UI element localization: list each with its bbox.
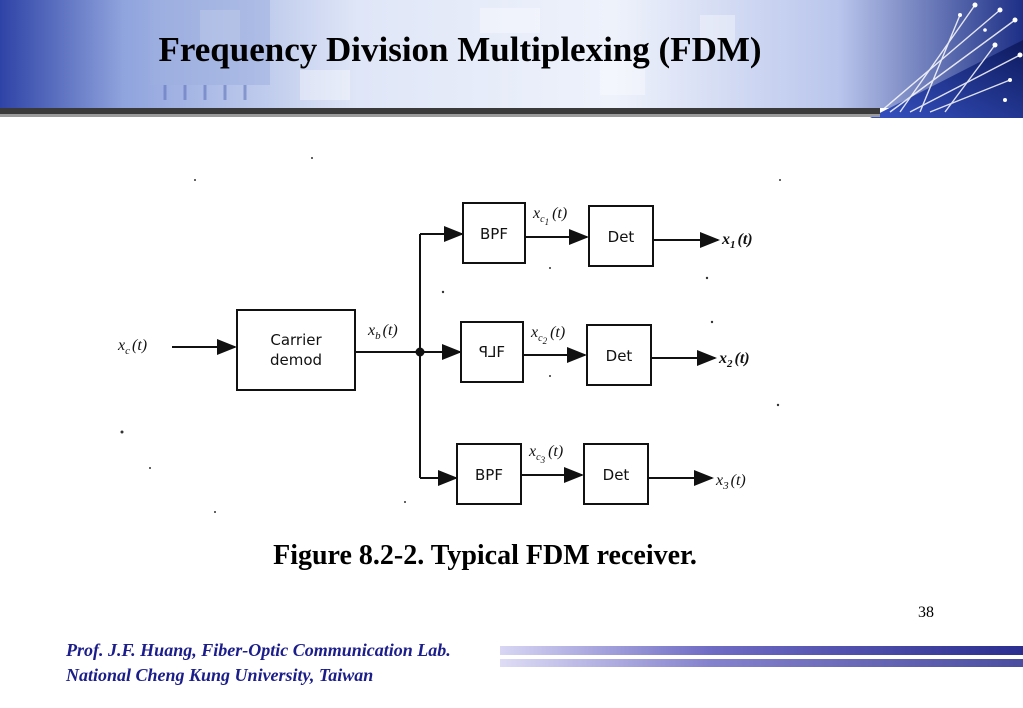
det-label-3: Det xyxy=(603,466,630,484)
bpf-label-3: BPF xyxy=(475,466,503,484)
branch-2-mid-label: xc2(t) xyxy=(530,324,565,346)
footer-institution: National Cheng Kung University, Taiwan xyxy=(66,665,374,685)
slide-number: 38 xyxy=(918,604,934,621)
carrier-demod-label-line2: demod xyxy=(270,351,322,369)
bpf-block-3 xyxy=(456,443,522,505)
bpf-block-2 xyxy=(460,321,524,383)
scan-speckles xyxy=(120,157,781,513)
bpf-label-1: BPF xyxy=(480,225,508,243)
carrier-demod-label-line1: Carrier xyxy=(270,331,322,349)
carrier-demod-block: Carrier demod xyxy=(236,309,356,391)
det-label-2: Det xyxy=(606,347,633,365)
footer-author: Prof. J.F. Huang, Fiber-Optic Communicat… xyxy=(66,640,451,660)
fdm-receiver-diagram: xc(t) Carrier demod xb(t) BPF xc1(t) Det… xyxy=(117,157,781,513)
det-block-1 xyxy=(588,205,654,267)
det-label-1: Det xyxy=(608,228,635,246)
output-label-3: x3(t) xyxy=(715,472,746,492)
branch-3-mid-label: xc3(t) xyxy=(528,443,563,465)
bpf-block-1 xyxy=(462,202,526,264)
header-banner: Frequency Division Multiplexing (FDM) xyxy=(0,0,1023,118)
bpf-label-2: ꟼ⅃F xyxy=(479,343,505,361)
output-label-1: x1(t) xyxy=(721,231,753,251)
det-block-3 xyxy=(583,443,649,505)
figure-caption: Figure 8.2-2. Typical FDM receiver. xyxy=(273,540,697,571)
header-background xyxy=(0,0,1023,118)
branch-1: BPF xc1(t) Det x1(t) xyxy=(420,202,753,267)
branch-3: BPF xc3(t) Det x3(t) xyxy=(420,443,746,505)
input-signal-label: xc(t) xyxy=(117,337,147,357)
slide-title: Frequency Division Multiplexing (FDM) xyxy=(158,30,762,69)
fiber-optic-graphic xyxy=(870,2,1023,118)
output-label-2: x2(t) xyxy=(718,350,750,370)
branch-1-mid-label: xc1(t) xyxy=(532,205,567,227)
footer-decoration xyxy=(500,646,1023,667)
branch-2: ꟼ⅃F xc2(t) Det x2(t) xyxy=(420,321,750,386)
baseband-signal-label: xb(t) xyxy=(367,322,398,342)
det-block-2 xyxy=(586,324,652,386)
